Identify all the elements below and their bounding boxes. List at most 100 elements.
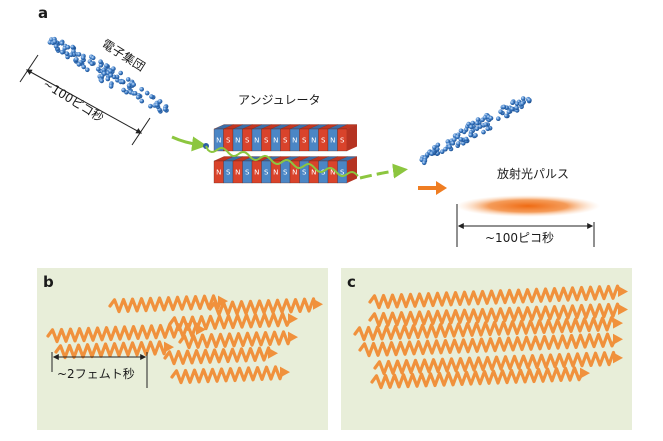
electron-dot: [157, 99, 163, 104]
electron-dot: [458, 137, 464, 142]
arrow-right-icon: [613, 352, 623, 364]
electron-dot: [429, 151, 435, 156]
electron-dot: [135, 94, 141, 100]
electron-dot: [435, 142, 441, 148]
electron-dot: [125, 77, 131, 82]
electron-dot: [509, 106, 515, 112]
electron-dot: [488, 115, 494, 121]
double-arrow-icon: [25, 69, 143, 134]
radiation-wave: [46, 322, 200, 344]
electron-dot: [483, 122, 489, 127]
electron-dot: [108, 73, 114, 78]
electron-dot: [121, 87, 126, 93]
electron-dot: [463, 136, 469, 142]
electron-dot: [474, 120, 480, 126]
bunch-length-label: ~100ピコ秒: [40, 77, 106, 125]
electron-dot: [458, 128, 464, 134]
magnet-pole-label: S: [283, 137, 288, 145]
electron-dot: [74, 57, 79, 62]
electron-dot: [65, 44, 71, 50]
electron-dot: [439, 149, 445, 154]
magnet-pole-label: N: [311, 137, 316, 145]
electron-dot: [76, 62, 82, 67]
electron-dot: [485, 126, 491, 132]
electron-dot: [477, 124, 483, 129]
electron-dot: [455, 134, 460, 140]
electron-dot: [90, 55, 96, 61]
electron-dot: [443, 146, 448, 152]
electron-dot: [118, 70, 123, 76]
wave-length-dimension: ~2フェムト秒: [51, 352, 148, 388]
magnet-pole-label: N: [216, 137, 221, 145]
arrow-right-icon: [618, 286, 628, 297]
electron-dot: [105, 76, 111, 82]
radiation-wave: [168, 311, 292, 332]
arrow-right-icon: [580, 367, 590, 379]
electron-dot: [421, 160, 427, 166]
arrow-right-icon: [618, 304, 628, 315]
magnet-pole-label: N: [273, 137, 278, 145]
electron-dot: [452, 137, 457, 142]
electron-dot: [139, 98, 145, 104]
magnet-side-face: [347, 124, 357, 151]
electron-dot: [473, 133, 478, 138]
magnet-pole-label: S: [302, 169, 307, 177]
arrow-right-icon: [613, 333, 623, 345]
radiation-pulse-label: 放射光パルス: [497, 166, 569, 181]
electron-dot: [148, 103, 153, 109]
radiation-wave: [370, 366, 584, 390]
electron-dot: [98, 59, 103, 64]
electron-dot: [95, 66, 101, 72]
electron-dot: [102, 71, 107, 76]
magnet-pole-label: S: [340, 169, 345, 177]
electron-dot: [481, 129, 486, 135]
magnet-side-face: [347, 156, 357, 183]
radiation-wave: [368, 302, 622, 328]
electron-dot: [501, 104, 507, 110]
electron-dot: [496, 116, 501, 121]
radiation-pulse: [456, 195, 600, 217]
magnet-pole-label: S: [226, 169, 231, 177]
magnet-pole-label: N: [273, 169, 278, 177]
electron-dot: [475, 117, 481, 122]
radiation-wave: [373, 350, 617, 376]
electron-dot: [139, 87, 144, 92]
electron-dot: [520, 101, 525, 106]
electron-dot: [504, 113, 509, 119]
electron-dot: [432, 145, 437, 150]
electron-trajectory: [205, 145, 359, 178]
arrow-right-icon: [196, 324, 206, 335]
electron-dot: [108, 68, 113, 74]
radiation-wave: [368, 284, 622, 310]
arrow-right-icon: [313, 298, 323, 310]
magnet-pole-label: N: [216, 169, 221, 177]
electron-dot: [450, 140, 456, 146]
panel-a-label: a: [38, 4, 48, 22]
magnet-pole-label: S: [340, 137, 345, 145]
arrow-right-icon: [418, 181, 447, 195]
electron-dot: [447, 144, 453, 150]
magnet-pole-label: S: [264, 169, 269, 177]
electron-dot: [144, 90, 150, 96]
electron-dot: [149, 94, 154, 99]
magnet-pole-label: S: [302, 137, 307, 145]
electron-dot: [80, 55, 86, 60]
wave-length-label: ~2フェムト秒: [57, 367, 135, 381]
magnet-pole-label: N: [254, 137, 259, 145]
radiation-wave: [358, 332, 617, 358]
electron-dot: [468, 124, 474, 130]
electron-dot: [53, 44, 59, 49]
arrow-right-icon: [268, 347, 278, 359]
panel-b: b ~2フェムト秒: [37, 268, 328, 430]
beam-direction-arrow-out: [359, 163, 408, 180]
electron-dot: [520, 96, 526, 101]
panel-c: c: [341, 268, 632, 430]
magnet-pole-label: S: [283, 169, 288, 177]
electron-dot: [104, 63, 109, 68]
arrow-right-icon: [288, 313, 298, 325]
magnet-pole-label: S: [245, 169, 250, 177]
electron-dot: [482, 115, 488, 120]
electron-dot: [76, 52, 82, 57]
